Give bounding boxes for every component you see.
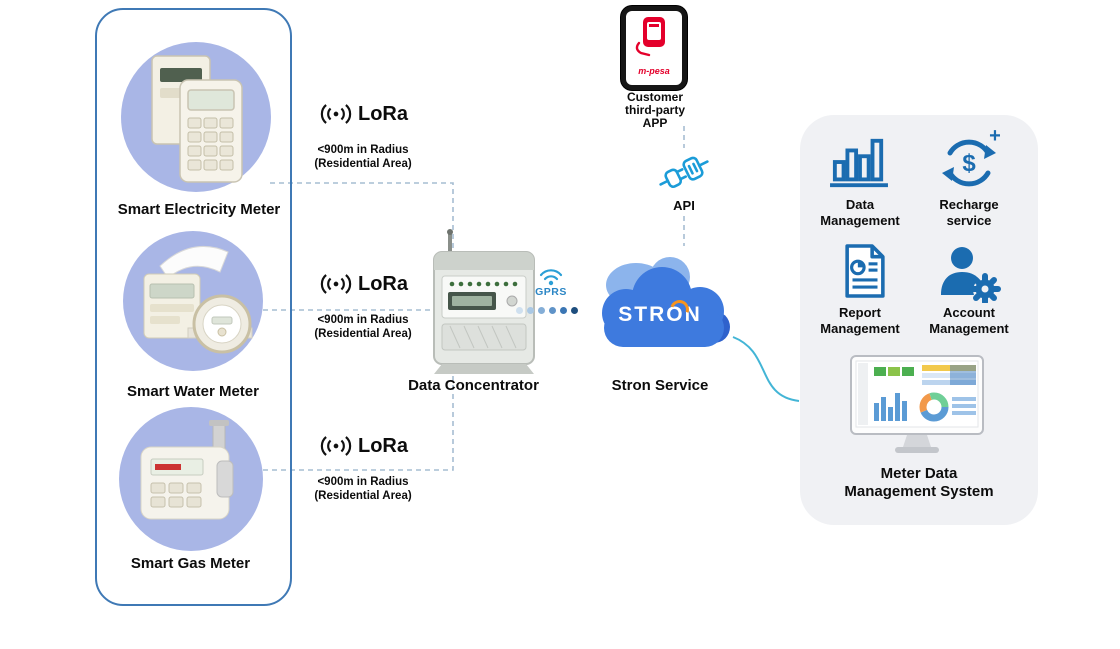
service-label-recharge: Recharge service — [910, 197, 1028, 229]
service-label-account-management: Account Management — [910, 305, 1028, 337]
phone-screen: m-pesa — [626, 11, 682, 85]
gprs-link-dots — [516, 307, 578, 314]
gas-meter-icon — [140, 420, 234, 520]
cloud-shape — [602, 257, 730, 347]
gprs-signal-icon — [539, 269, 563, 286]
service-label-line: Account — [943, 305, 995, 320]
dollar-glyph: $ — [962, 150, 976, 177]
gprs-block: GPRS — [526, 266, 576, 298]
lora-area-text: (Residential Area) — [314, 327, 412, 340]
service-label-report-management: Report Management — [802, 305, 918, 337]
app-label-line3: APP — [642, 116, 668, 130]
electricity-meter-label: Smart Electricity Meter — [117, 201, 281, 218]
lora-link-label-1: LoRa <900m in Radius (Residential Area) — [300, 100, 426, 171]
api-plug-icon — [659, 156, 709, 189]
link-dot — [560, 307, 567, 314]
stron-cloud: STRON — [584, 247, 736, 362]
service-label-line: Recharge — [939, 197, 999, 212]
link-dot — [516, 307, 523, 314]
link-dot — [527, 307, 534, 314]
services-panel: Data Management $ + Recharge service — [800, 115, 1038, 525]
water-meter-label: Smart Water Meter — [127, 383, 259, 400]
service-label-line: service — [946, 213, 992, 228]
lora-radio-icon — [320, 104, 352, 124]
lora-radio-icon — [320, 436, 352, 456]
lora-area-text: (Residential Area) — [314, 489, 412, 502]
api-label: API — [673, 198, 695, 213]
lora-link-gas — [263, 376, 454, 471]
service-label-data-management: Data Management — [802, 197, 918, 229]
customer-app-phone: m-pesa — [621, 6, 687, 90]
lora-link-electricity — [270, 182, 454, 250]
lora-label: LoRa — [358, 102, 408, 125]
lora-label: LoRa — [358, 434, 408, 457]
lora-radio-icon — [320, 274, 352, 294]
lora-radius-text: <900m in Radius — [317, 314, 409, 326]
app-label-line2: third-party — [625, 103, 685, 117]
lora-radius-text: <900m in Radius — [317, 476, 409, 488]
service-label-line: Management — [820, 321, 900, 336]
recharge-cycle-icon: $ + — [942, 129, 1001, 187]
gprs-label: GPRS — [535, 286, 567, 298]
data-concentrator-label: Data Concentrator — [408, 377, 539, 394]
mpesa-wordmark: m-pesa — [638, 66, 670, 76]
link-dot — [571, 307, 578, 314]
mdms-label: Meter Data Management System — [808, 465, 1030, 501]
service-label-line: Management — [820, 213, 900, 228]
lora-area-text: (Residential Area) — [314, 157, 412, 170]
report-document-icon — [845, 244, 885, 298]
mpesa-logo-icon — [635, 17, 665, 57]
lora-label: LoRa — [358, 272, 408, 295]
link-dot — [549, 307, 556, 314]
data-concentrator-device — [433, 229, 535, 374]
water-meter-icon — [143, 245, 253, 354]
mdms-label-line2: Management System — [844, 483, 994, 500]
plus-glyph: + — [989, 129, 1001, 147]
cloud-to-panel-link — [732, 336, 800, 402]
bar-chart-icon — [830, 138, 888, 188]
stron-service-label: Stron Service — [611, 377, 709, 394]
lora-link-label-2: LoRa <900m in Radius (Residential Area) — [300, 270, 426, 341]
customer-app-label: Customer third-party APP — [598, 91, 712, 130]
gas-meter-label: Smart Gas Meter — [130, 555, 251, 572]
app-label-line1: Customer — [626, 90, 683, 104]
link-dot — [538, 307, 545, 314]
service-label-line: Management — [929, 321, 1009, 336]
service-label-line: Report — [839, 305, 881, 320]
meters-enclosure — [95, 8, 292, 606]
mdms-label-line1: Meter Data — [880, 465, 958, 482]
lora-link-label-3: LoRa <900m in Radius (Residential Area) — [300, 432, 426, 503]
stron-logo: STRON — [618, 303, 702, 326]
account-gear-icon — [941, 247, 1001, 303]
service-label-line: Data — [845, 197, 875, 212]
mdms-monitor-icon — [850, 355, 984, 453]
electricity-meter-icon — [151, 55, 243, 183]
lora-radius-text: <900m in Radius — [317, 144, 409, 156]
